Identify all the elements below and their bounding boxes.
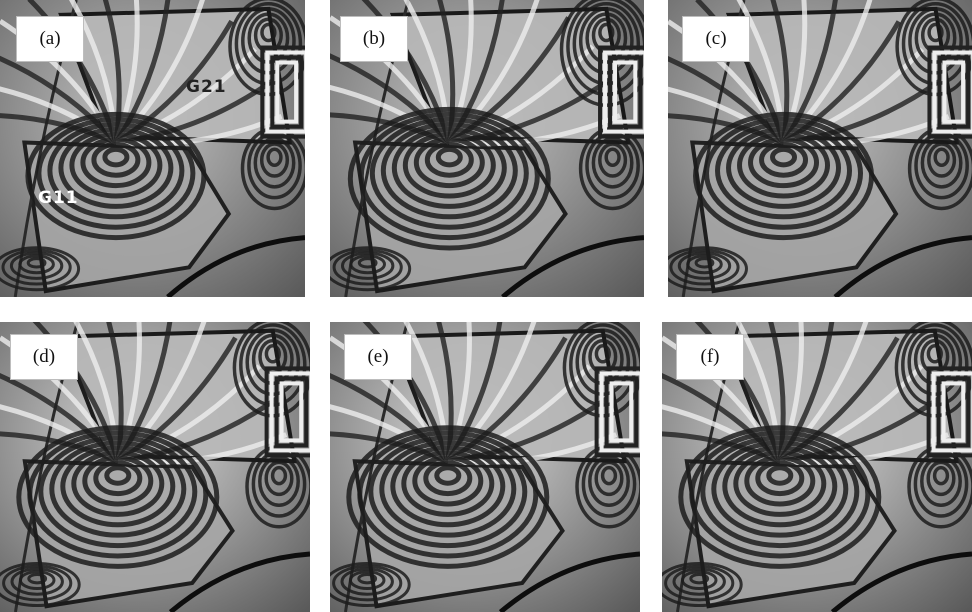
grain-boundary-curve	[833, 235, 972, 297]
photoelastic-panel-f: (f)	[662, 322, 972, 612]
fringe-ring-set	[668, 246, 748, 292]
fringe-square-set	[264, 366, 310, 458]
photoelastic-panel-d: (d)	[0, 322, 310, 612]
fringe-square-set	[927, 45, 972, 139]
fringe-ring-set	[662, 562, 743, 608]
fringe-square-set	[926, 366, 972, 458]
fringe-square-set	[598, 45, 644, 139]
grain-boundary-curve	[166, 235, 305, 297]
panel-label: (d)	[10, 334, 78, 380]
fringe-pattern-image	[0, 322, 310, 612]
grain-boundary-curve	[498, 551, 640, 612]
grain-label-g11: G11	[38, 188, 79, 208]
grain-boundary-curve	[168, 551, 310, 612]
fringe-pattern-image	[668, 0, 972, 297]
fringe-ring-set	[347, 106, 551, 251]
fringe-ring-set	[0, 246, 81, 292]
grain-boundary-curve	[501, 235, 644, 297]
photoelastic-panel-a: (a) G21 G11	[0, 0, 305, 297]
fringe-ring-set	[330, 246, 412, 292]
fringe-pattern-image	[0, 0, 305, 297]
grain-boundary-curve	[830, 551, 972, 612]
grain-label-g21: G21	[186, 77, 227, 97]
panel-label: (f)	[676, 334, 744, 380]
photoelastic-panel-b: (b)	[330, 0, 644, 297]
fringe-ring-set	[346, 425, 550, 569]
photoelastic-panel-c: (c)	[668, 0, 972, 297]
panel-label: (e)	[344, 334, 412, 380]
photoelastic-panel-e: (e)	[330, 322, 640, 612]
fringe-ring-set	[0, 562, 81, 608]
fringe-ring-set	[25, 111, 207, 241]
fringe-ring-set	[16, 425, 220, 569]
fringe-square-set	[260, 45, 305, 139]
fringe-ring-set	[678, 425, 882, 569]
fringe-ring-set	[907, 126, 972, 211]
panel-label: (b)	[340, 16, 408, 62]
fringe-ring-set	[330, 562, 411, 608]
panel-label: (c)	[682, 16, 750, 62]
fringe-square-set	[594, 366, 640, 458]
panel-label: (a)	[16, 16, 84, 62]
fringe-ring-set	[693, 111, 875, 241]
